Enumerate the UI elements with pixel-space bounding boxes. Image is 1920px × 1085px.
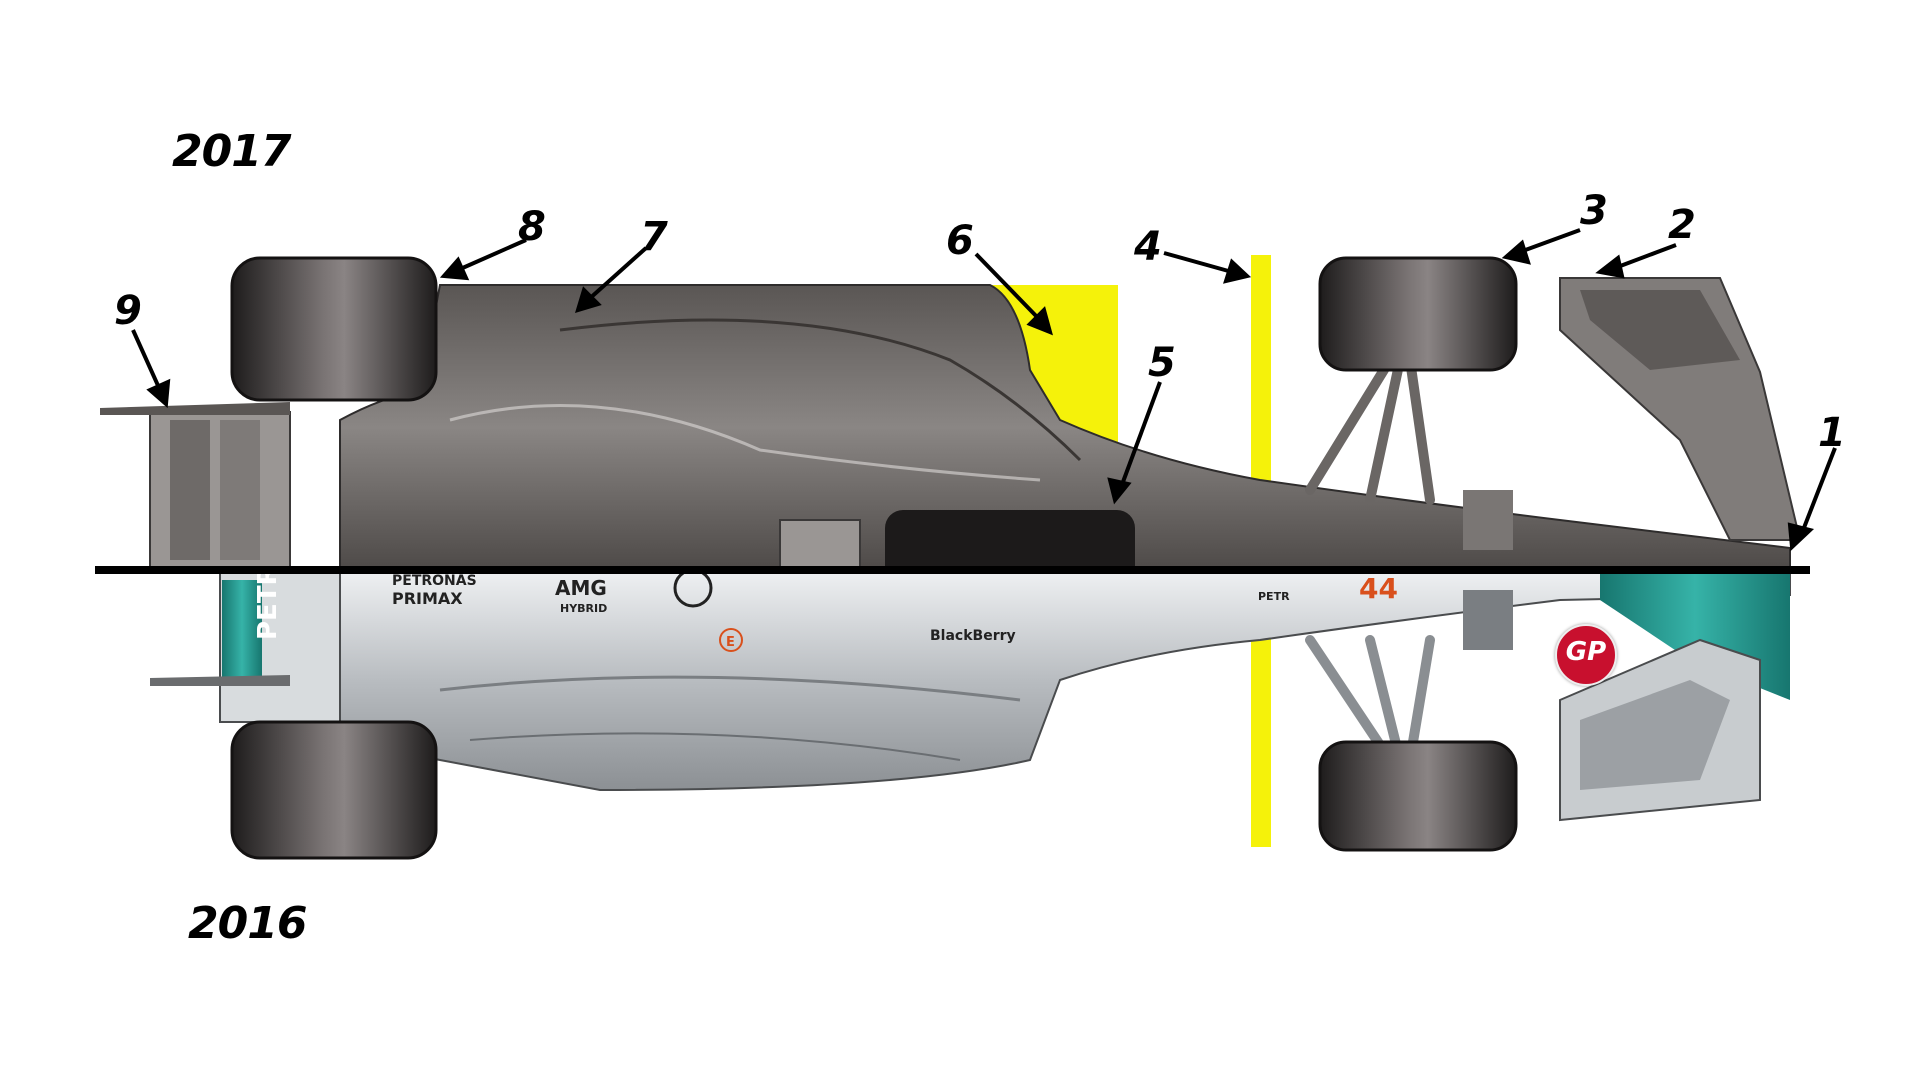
arrow-5 <box>1118 381 1162 491</box>
year-label-2016: 2016 <box>188 898 307 949</box>
rear-wing-2016: PETR <box>150 565 341 723</box>
callout-number-8: 8 <box>518 204 546 250</box>
gp-logo: GP <box>1555 624 1617 686</box>
callout-number-2: 2 <box>1668 202 1696 248</box>
arrow-7 <box>586 246 648 302</box>
rear-wing-2017 <box>100 402 291 569</box>
centre-axis-line <box>95 566 1810 574</box>
callout-number-7: 7 <box>640 214 668 260</box>
arrow-4 <box>1163 251 1233 274</box>
callout-number-9: 9 <box>114 288 142 334</box>
callout-arrows <box>131 228 1837 552</box>
arrow-8 <box>457 238 527 272</box>
rear-tyre-2016 <box>230 720 438 860</box>
year-label-2017: 2017 <box>172 126 291 177</box>
amg-marking: AMG <box>555 576 607 600</box>
callout-number-6: 6 <box>946 218 974 264</box>
rear-tyre-2017 <box>230 256 438 402</box>
primax-marking: PRIMAX <box>392 589 463 608</box>
arrow-2 <box>1614 243 1677 270</box>
front-tyre-2017 <box>1318 256 1518 372</box>
front-tyre-2016 <box>1318 740 1518 852</box>
arrow-3 <box>1519 228 1581 254</box>
nose-petr-marking: PETR <box>1258 590 1290 603</box>
hybrid-marking: HYBRID <box>560 602 607 615</box>
arrow-6 <box>974 252 1042 322</box>
rear-wing-text: PETR <box>253 565 283 640</box>
front-suspension-2016 <box>1305 635 1435 765</box>
callout-number-1: 1 <box>1818 410 1846 456</box>
bodywork-2016 <box>339 571 1791 792</box>
arrow-9 <box>131 329 162 391</box>
callout-number-5: 5 <box>1148 340 1176 386</box>
front-suspension-2017 <box>1305 355 1435 505</box>
arrow-1 <box>1798 447 1837 539</box>
energy-e-marking: E <box>726 635 735 650</box>
petronas-marking: PETRONAS <box>392 573 477 589</box>
callout-number-4: 4 <box>1134 224 1162 270</box>
blackberry-marking: BlackBerry <box>930 628 1016 644</box>
car-number: 44 <box>1359 572 1398 605</box>
callout-number-3: 3 <box>1580 188 1608 234</box>
